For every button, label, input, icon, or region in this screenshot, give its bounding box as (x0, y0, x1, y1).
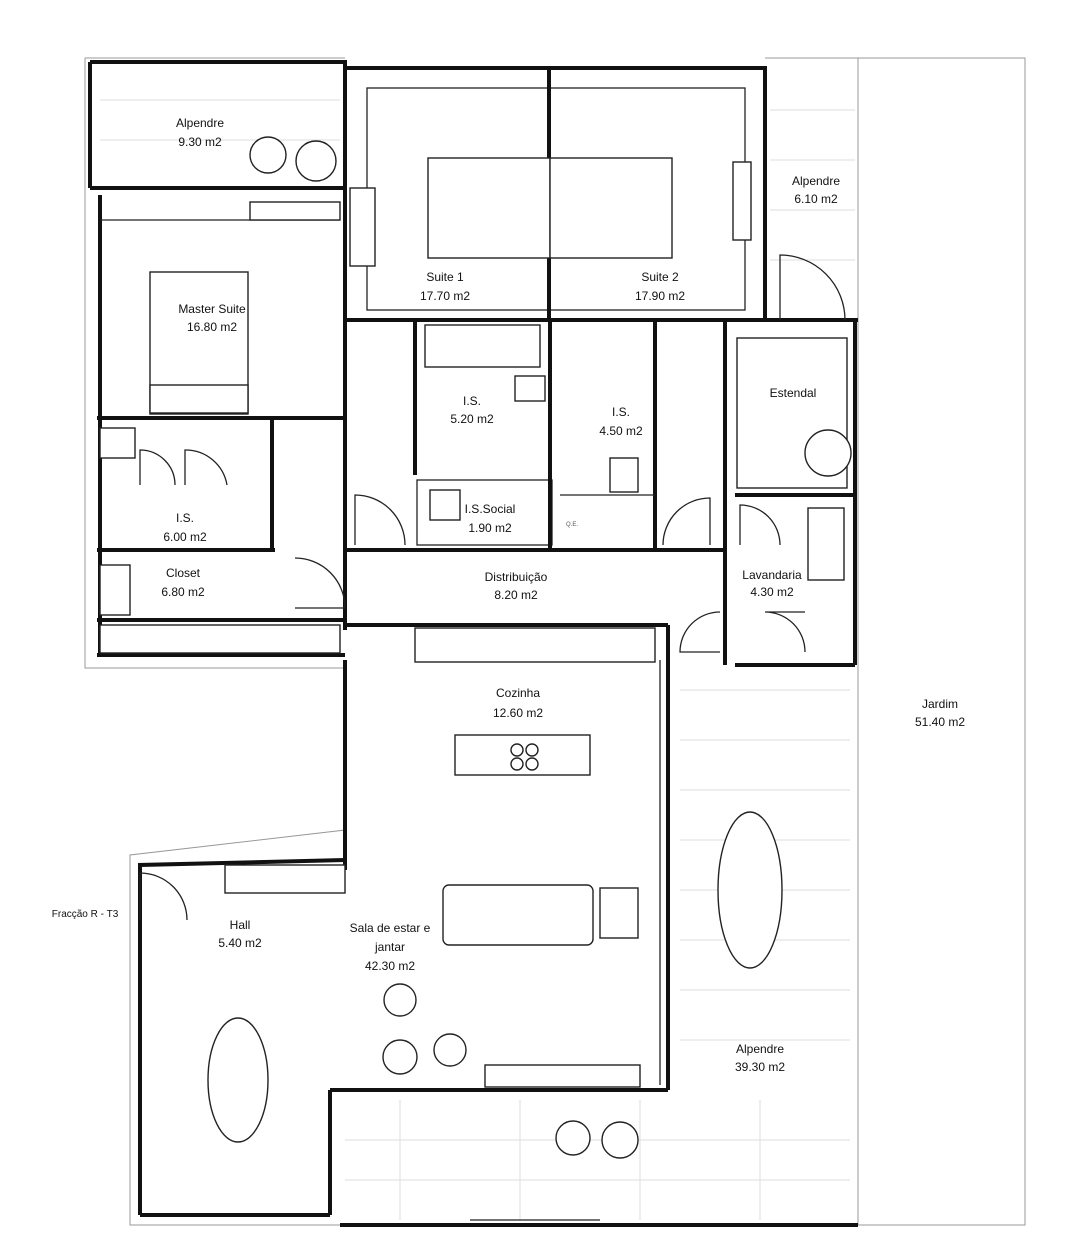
room-name: jantar (374, 940, 405, 954)
room-area: 51.40 m2 (915, 715, 965, 729)
furniture (99, 136, 852, 1159)
room-name: Alpendre (792, 174, 840, 188)
room-area: 6.80 m2 (161, 585, 205, 599)
armchair (433, 1033, 467, 1067)
side-table-living (599, 887, 639, 939)
room-area: 9.30 m2 (178, 135, 222, 149)
room-area: 5.20 m2 (450, 412, 494, 426)
washer-dryer (807, 507, 845, 581)
sofa (442, 884, 594, 946)
plan-title: Fracção R - T3 (52, 909, 119, 920)
room-area: 8.20 m2 (494, 588, 538, 602)
side-table (295, 140, 337, 182)
room-name: Lavandaria (742, 568, 802, 582)
room-area: 16.80 m2 (187, 320, 237, 334)
room-area: 6.10 m2 (794, 192, 838, 206)
room-name: Master Suite (178, 302, 246, 316)
bed-suite1 (427, 157, 551, 259)
room-area: 1.90 m2 (468, 521, 512, 535)
room-name: Estendal (770, 386, 817, 400)
tv-cabinet (484, 1064, 641, 1088)
room-name: Suite 2 (641, 270, 679, 284)
alpendre-tiles (100, 99, 855, 1220)
desk (249, 201, 341, 221)
room-area: 17.70 m2 (420, 289, 470, 303)
kitchen-island (454, 734, 591, 776)
room-name: Cozinha (496, 686, 540, 700)
armchair (601, 1121, 639, 1159)
wardrobe (99, 624, 341, 654)
room-name: Alpendre (736, 1042, 784, 1056)
room-name: I.S. (176, 511, 194, 525)
room-name: Sala de estar e (350, 921, 431, 935)
room-name: Suite 1 (426, 270, 464, 284)
room-area: 39.30 m2 (735, 1060, 785, 1074)
bed-suite2 (549, 157, 673, 259)
dining-table-hall (207, 1017, 269, 1143)
armchair (249, 136, 287, 174)
room-area: 4.30 m2 (750, 585, 794, 599)
room-labels: Alpendre 9.30 m2 Master Suite 16.80 m2 I… (52, 116, 966, 1074)
hall-cabinet (224, 864, 346, 894)
toilet-social (429, 489, 461, 521)
dining-table-alpendre (717, 811, 783, 969)
room-area: 6.00 m2 (163, 530, 207, 544)
toilet-suite1 (514, 375, 546, 402)
room-area: 12.60 m2 (493, 706, 543, 720)
desk-suite2 (732, 161, 752, 241)
room-area: 17.90 m2 (635, 289, 685, 303)
room-name: Hall (230, 918, 251, 932)
room-name: Closet (166, 566, 201, 580)
doors (139, 254, 846, 921)
room-name: I.S. (612, 405, 630, 419)
room-area: 4.50 m2 (599, 424, 643, 438)
armchair (383, 983, 417, 1017)
room-name: Jardim (922, 697, 958, 711)
room-area: 42.30 m2 (365, 959, 415, 973)
room-name: I.S. (463, 394, 481, 408)
desk-suite1 (349, 187, 376, 267)
closet-shelf (99, 564, 131, 616)
electrical-panel-label: Q.E. (566, 522, 578, 528)
room-name: Distribuição (485, 570, 548, 584)
toilet-master (99, 427, 136, 459)
room-name: Alpendre (176, 116, 224, 130)
room-area: 5.40 m2 (218, 936, 262, 950)
bathtub (424, 324, 541, 368)
toilet-suite2 (609, 457, 639, 493)
room-name: I.S.Social (465, 502, 516, 516)
kitchen-counter (414, 627, 656, 663)
walls (88, 60, 858, 1227)
